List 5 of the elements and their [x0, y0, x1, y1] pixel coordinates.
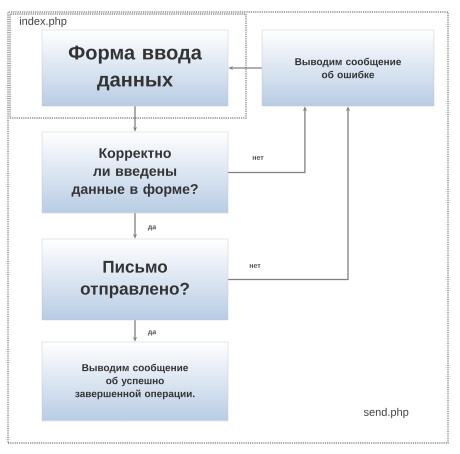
process-box: Выводим сообщение об ошибке: [262, 30, 434, 106]
process-box: Форма ввода данных: [42, 30, 228, 106]
process-box: Корректно ли введены данные в форме?: [42, 132, 228, 214]
process-box: Выводим сообщение об успешно завершенной операции.: [42, 342, 228, 422]
process-box: Письмо отправлено?: [42, 238, 228, 320]
